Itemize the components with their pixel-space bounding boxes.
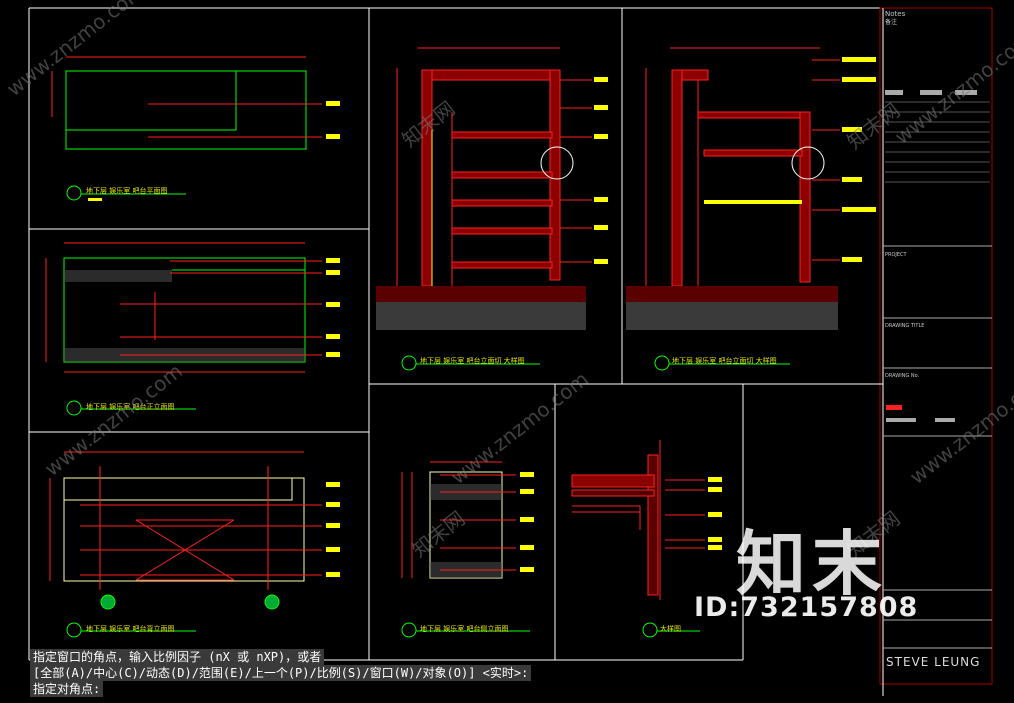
drawing-no-label: DRAWING No.: [885, 373, 920, 379]
brand-name: STEVE LEUNG: [886, 655, 981, 669]
view-f-caption: 大样图: [660, 625, 681, 633]
command-history-line-2: [全部(A)/中心(C)/动态(D)/范围(E)/上一个(P)/比例(S)/窗口…: [30, 665, 532, 681]
view-b-caption: 地下层 娱乐室 吧台正立面图: [86, 403, 175, 411]
view-b-front-elevation[interactable]: [45, 242, 340, 416]
title-block: [883, 90, 992, 649]
watermark-id: ID:732157808: [694, 592, 919, 623]
view-f-detail[interactable]: [571, 440, 722, 638]
view-a-plan[interactable]: [51, 56, 340, 201]
view-d-side-elevation[interactable]: [401, 461, 534, 638]
command-history-line-1: 指定窗口的角点，输入比例因子 (nX 或 nXP)，或者: [30, 649, 325, 665]
view-e2-section[interactable]: [626, 47, 876, 371]
view-a-caption: 地下层 娱乐室 吧台平面图: [86, 187, 168, 195]
notes-label: Notes: [885, 10, 906, 18]
watermark-logo: 知末: [736, 523, 888, 605]
view-d-caption: 地下层 娱乐室 吧台侧立面图: [420, 625, 509, 633]
drawing-title-label: DRAWING TITLE: [885, 323, 924, 329]
view-c-caption: 地下层 娱乐室 吧台背立面图: [86, 625, 175, 633]
project-label: PROJECT: [885, 252, 908, 258]
view-e1-section[interactable]: [376, 47, 608, 371]
view-e2-caption: 地下层 娱乐室 吧台立面切 大样图: [672, 357, 777, 365]
view-c-back-elevation[interactable]: [49, 451, 340, 638]
notes-sub-label: 备注: [885, 18, 897, 26]
command-prompt[interactable]: 指定对角点:: [30, 681, 104, 697]
view-e1-caption: 地下层 娱乐室 吧台立面切 大样图: [420, 357, 525, 365]
